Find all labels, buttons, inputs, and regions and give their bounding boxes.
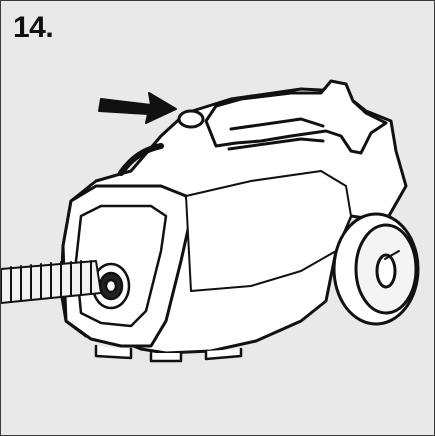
- handle-icon: [204, 79, 388, 155]
- hose-icon: [1, 260, 102, 304]
- wheel-icon: [332, 212, 420, 326]
- arrow-icon: [98, 92, 177, 124]
- release-button-icon: [118, 109, 205, 176]
- step-number: 14.: [13, 11, 54, 44]
